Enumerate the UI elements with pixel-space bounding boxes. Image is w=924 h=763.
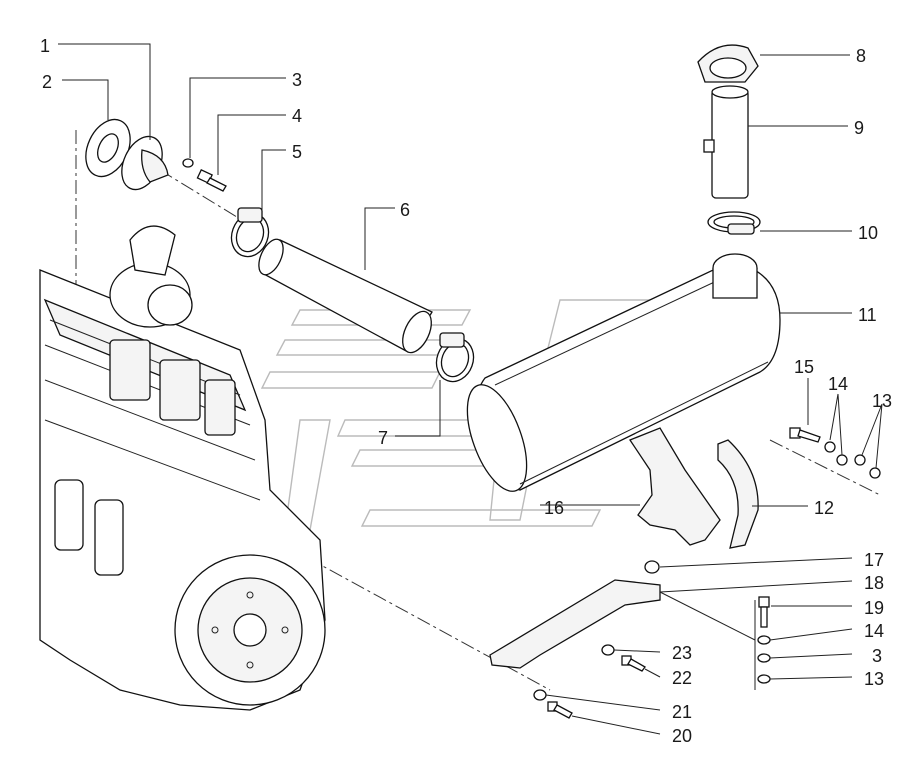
engine-block [39,225,326,711]
callout-13-top: 13 [872,391,892,411]
bolt-part-20 [547,701,573,719]
callout-21: 21 [672,702,692,722]
rain-cap-part-8 [697,44,759,83]
bracket-strap-part-12 [717,439,759,549]
callout-13-bottom: 13 [864,669,884,689]
callout-9: 9 [854,118,864,138]
callout-6: 6 [400,200,410,220]
washer-part-3 [182,158,194,168]
callout-labels: 1 2 3 4 5 6 7 8 9 10 11 12 13 14 15 16 1… [40,36,892,746]
support-bracket-part-18 [489,579,661,669]
callout-3: 3 [292,70,302,90]
callout-14-bottom: 14 [864,621,884,641]
nut-part-17 [644,560,660,574]
tail-pipe-part-9 [703,85,749,199]
callout-20: 20 [672,726,692,746]
flange-part-1 [121,135,169,191]
callout-3-bottom: 3 [872,646,882,666]
callout-10: 10 [858,223,878,243]
callout-14-top: 14 [828,374,848,394]
bracket-strap-part-16 [629,427,721,546]
callout-5: 5 [292,142,302,162]
callout-22: 22 [672,668,692,688]
callout-11: 11 [858,305,877,325]
leader-lines [58,43,883,735]
callout-15: 15 [794,357,814,377]
exhaust-pipe-part-6 [258,238,433,354]
callout-12: 12 [814,498,834,518]
callout-19: 19 [864,598,884,618]
callout-2: 2 [42,72,52,92]
bolt-part-22 [621,655,646,672]
callout-4: 4 [292,106,302,126]
callout-23: 23 [672,643,692,663]
clamp-part-5 [230,207,270,258]
washer-part-23 [601,644,615,656]
fastener-set-13-15 [769,427,881,496]
callout-1: 1 [40,36,50,56]
fastener-stack-19 [754,596,771,690]
clamp-part-10 [707,211,761,235]
washer-part-21 [533,689,547,701]
callout-8: 8 [856,46,866,66]
muffler-part-11 [466,253,781,492]
clamp-part-7 [435,332,475,383]
callout-7: 7 [378,428,388,448]
bolt-part-4 [196,168,227,192]
callout-17: 17 [864,550,884,570]
callout-18: 18 [864,573,884,593]
callout-16: 16 [544,498,564,518]
